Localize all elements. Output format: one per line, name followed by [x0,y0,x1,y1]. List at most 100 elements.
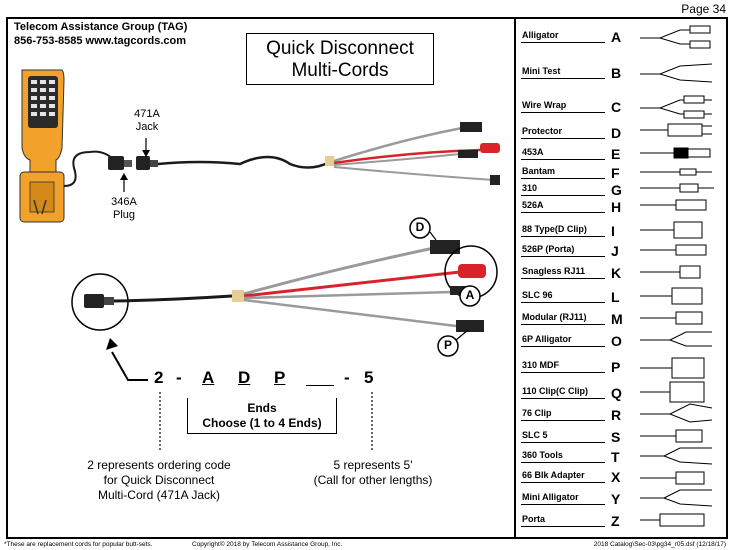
butt-set-icon [19,69,65,223]
mini-test-icon [640,63,713,83]
code-end-1: A [202,368,215,387]
catalog-item-letter: R [611,407,622,423]
catalog-item-label: 526A [522,200,544,210]
catalog-item-label: Mini Test [522,66,561,76]
catalog-item-label: Wire Wrap [522,100,567,110]
wire-wrap-icon [640,95,712,119]
code-end-4-blank [306,385,334,386]
alligator-icon [640,25,711,49]
catalog-item-underline [521,398,605,399]
catalog-item-underline [521,212,605,213]
catalog-item-label: 310 [522,183,538,193]
catalog-item-letter: X [611,469,621,485]
catalog-item-letter: G [611,182,622,198]
company-contact: 856-753-8585 www.tagcords.com [14,35,187,47]
page-title: Quick Disconnect Multi-Cords [246,33,434,85]
66-blk-adapter-icon [640,471,705,485]
snagless-rj11-icon [640,265,701,279]
code-end-2: D [238,368,251,387]
ends-title: Ends [247,401,277,415]
title-line-2: Multi-Cords [291,60,389,81]
catalog-item-label: 88 Type(D Clip) [522,224,587,234]
catalog-item-letter: O [611,333,622,349]
porta-icon [640,513,705,527]
catalog-item-label: Protector [522,126,563,136]
catalog-item-underline [521,442,605,443]
catalog-item-letter: K [611,265,622,281]
471a-jack-icon [136,156,158,170]
bantam-icon [640,168,712,176]
catalog-divider [514,17,516,539]
catalog-item-letter: C [611,99,622,115]
modular-rj11-icon [640,311,703,325]
catalog-item-underline [521,324,605,325]
company-name: Telecom Assistance Group (TAG) [14,21,188,33]
catalog-item-underline [521,462,605,463]
catalog-item-label: Snagless RJ11 [522,266,586,276]
ordering-code-note: 2 represents ordering code for Quick Dis… [87,458,231,502]
catalog-item-letter: Y [611,491,621,507]
catalog-item-underline [521,372,605,373]
company-header: Telecom Assistance Group (TAG) 856-753-8… [14,20,187,48]
346a-plug-icon [108,156,132,170]
catalog-item-label: 453A [522,147,544,157]
slc96-icon [640,287,703,305]
360-tools-icon [640,447,713,465]
catalog-item-underline [521,346,605,347]
catalog-item-label: 360 Tools [522,450,563,460]
catalog-item-letter: A [611,29,622,45]
footer-copyright: Copyright© 2018 by Telecom Assistance Gr… [192,541,343,548]
slc5-icon [640,429,703,443]
title-line-1: Quick Disconnect [266,38,414,59]
catalog-item-letter: M [611,311,623,327]
catalog-item-underline [521,420,605,421]
catalog-item-underline [521,42,605,43]
catalog-item-label: 310 MDF [522,360,560,370]
catalog-item-underline [521,195,605,196]
end-a-callout: A [465,288,475,302]
catalog-item-underline [521,256,605,257]
catalog-item-underline [521,236,605,237]
catalog-item-underline [521,526,605,527]
catalog-item-letter: I [611,223,615,239]
catalog-item-letter: T [611,449,620,465]
526p-icon [640,244,707,256]
catalog-item-letter: E [611,146,621,162]
310-icon [640,183,714,193]
catalog-item-label: Bantam [522,166,556,176]
76-clip-icon [640,403,713,423]
protector-icon [640,123,712,137]
catalog-item-label: 66 Blk Adapter [522,470,585,480]
346a-plug-label: 346A Plug [111,196,137,221]
catalog-item-label: Modular (RJ11) [522,312,587,322]
end-d-callout: D [415,220,425,234]
catalog-item-letter: L [611,289,620,305]
catalog-item-underline [521,504,605,505]
catalog-item-label: 76 Clip [522,408,552,418]
length-note: 5 represents 5' (Call for other lengths) [313,458,433,487]
page-frame [6,17,728,539]
catalog-item-label: 526P (Porta) [522,244,575,254]
catalog-item-label: Alligator [522,30,559,40]
catalog-item-letter: J [611,243,619,259]
110-clip-icon [640,381,705,403]
catalog-item-label: 110 Clip(C Clip) [522,386,589,396]
catalog-item-underline [521,178,605,179]
catalog-item-label: Porta [522,514,546,524]
catalog-item-underline [521,159,605,160]
catalog-item-letter: Z [611,513,620,529]
catalog-item-underline [521,302,605,303]
catalog-item-label: SLC 5 [522,430,548,440]
catalog-item-underline [521,78,605,79]
ends-choose: Choose (1 to 4 Ends) [202,416,322,430]
end-p-callout: P [443,338,452,352]
catalog-item-letter: Q [611,385,622,401]
catalog-item-letter: S [611,429,621,445]
code-suffix: 5 [364,368,374,387]
catalog-item-underline [521,278,605,279]
471a-jack-label: 471A Jack [134,108,160,133]
code-prefix: 2 [154,368,164,387]
catalog-item-letter: D [611,125,622,141]
catalog-item-letter: P [611,359,621,375]
